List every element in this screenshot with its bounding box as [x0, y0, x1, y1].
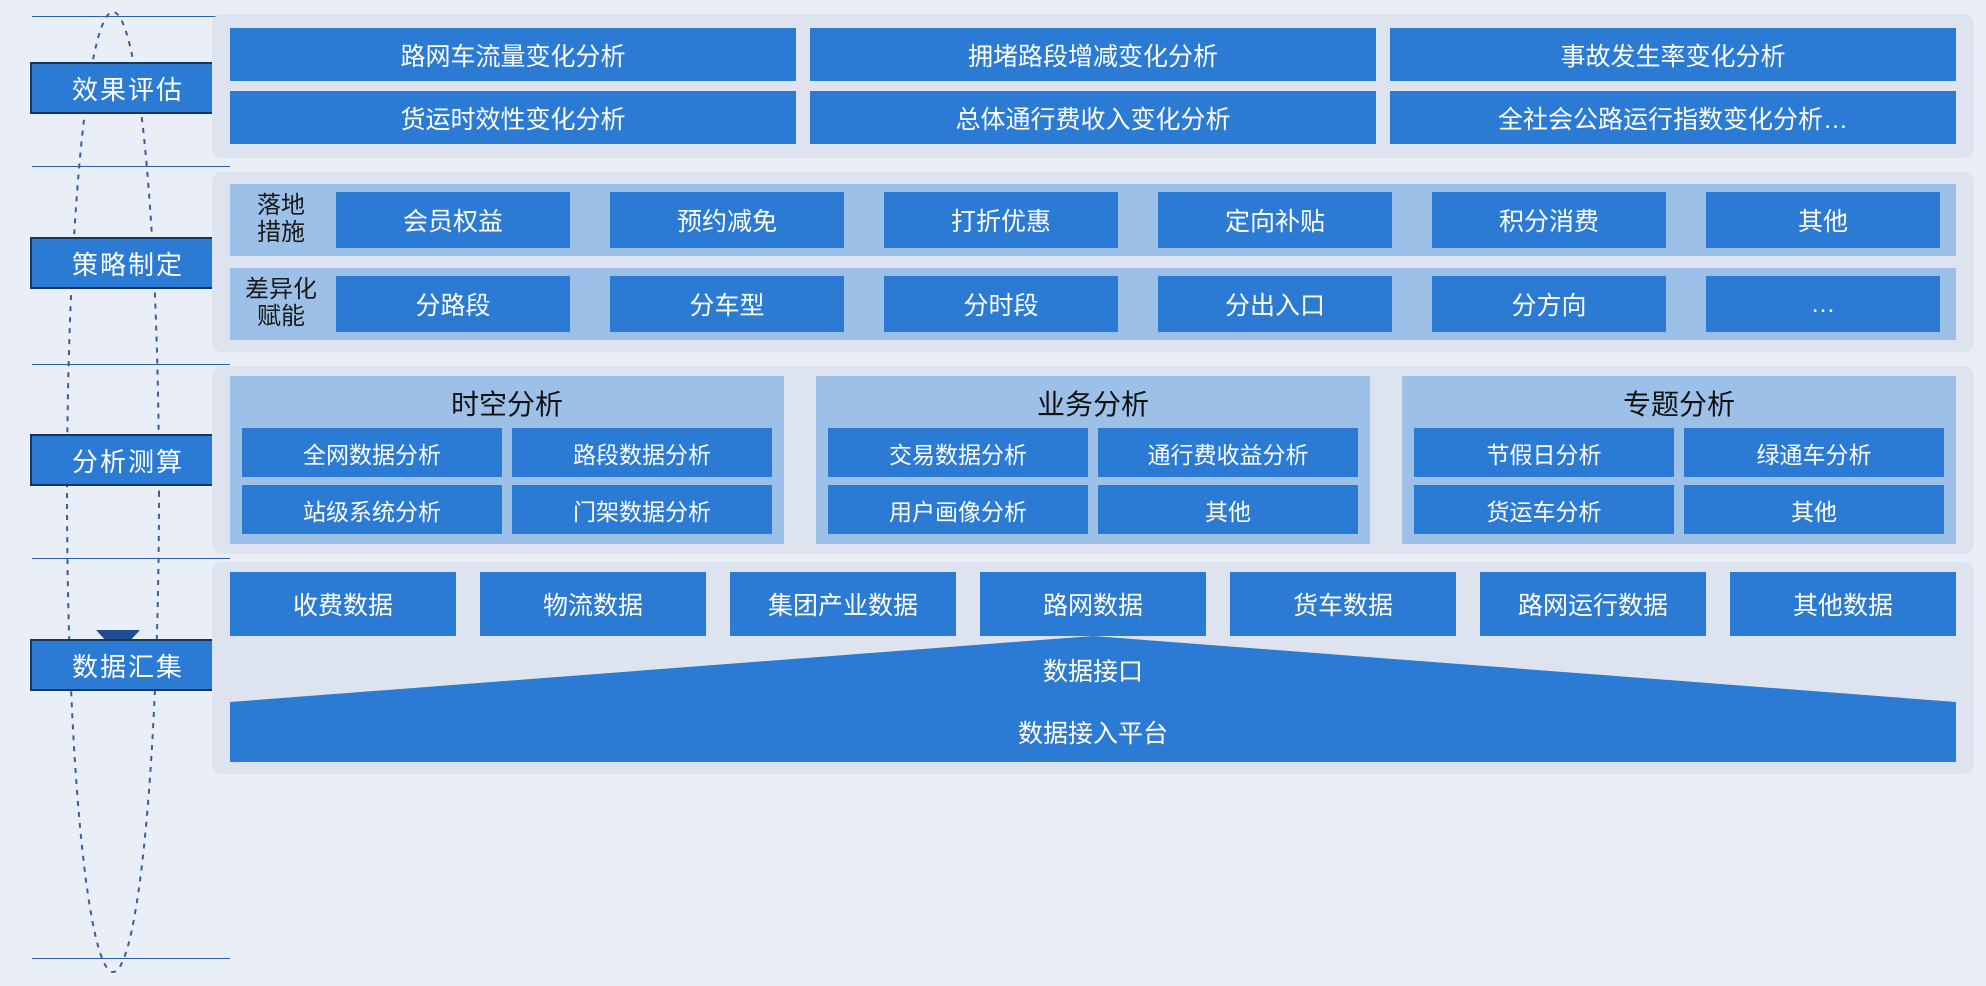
effect-tile[interactable]: 事故发生率变化分析 [1390, 28, 1956, 81]
analysis-panel: 时空分析 全网数据分析 路段数据分析 站级系统分析 门架数据分析 业务分析 交易… [212, 366, 1974, 554]
strategy-row-label-line1: 落地 [257, 192, 305, 220]
strategy-tile[interactable]: 分方向 [1432, 276, 1666, 332]
strategy-row-label: 落地 措施 [230, 192, 328, 247]
analysis-column-title: 时空分析 [450, 389, 563, 420]
strategy-tile[interactable]: 分车型 [610, 276, 844, 332]
feedback-loop-icon [66, 11, 160, 973]
rail-divider [32, 16, 230, 17]
data-source-tile[interactable]: 收费数据 [230, 572, 456, 636]
strategy-tile-row: 会员权益 预约减免 打折优惠 定向补贴 积分消费 其他 [328, 192, 1956, 248]
analysis-tile[interactable]: 其他 [1098, 485, 1358, 534]
data-source-tile[interactable]: 路网运行数据 [1480, 572, 1706, 636]
sidebar-item-strategy[interactable]: 策略制定 [30, 237, 226, 289]
rail-divider [32, 364, 230, 365]
analysis-tile[interactable]: 绿通车分析 [1684, 428, 1944, 477]
rail-divider [32, 958, 230, 959]
strategy-panel: 落地 措施 会员权益 预约减免 打折优惠 定向补贴 积分消费 其他 差异化 赋能… [212, 172, 1974, 352]
data-interface-shape[interactable]: 数据接口 [230, 636, 1956, 704]
effect-tile[interactable]: 货运时效性变化分析 [230, 91, 796, 144]
stage-rail: 效果评估 策略制定 分析测算 数据汇集 [0, 0, 245, 986]
effect-tile[interactable]: 路网车流量变化分析 [230, 28, 796, 81]
strategy-tile[interactable]: 会员权益 [336, 192, 570, 248]
strategy-tile[interactable]: 其他 [1706, 192, 1940, 248]
data-source-tile[interactable]: 货车数据 [1230, 572, 1456, 636]
analysis-tile[interactable]: 货运车分析 [1414, 485, 1674, 534]
analysis-column-topic: 专题分析 节假日分析 绿通车分析 货运车分析 其他 [1402, 376, 1956, 544]
analysis-tile[interactable]: 节假日分析 [1414, 428, 1674, 477]
analysis-column-business: 业务分析 交易数据分析 通行费收益分析 用户画像分析 其他 [816, 376, 1370, 544]
strategy-tile[interactable]: 分出入口 [1158, 276, 1392, 332]
effect-tile-grid: 路网车流量变化分析 拥堵路段增减变化分析 事故发生率变化分析 货运时效性变化分析… [230, 28, 1956, 144]
strategy-tile[interactable]: 打折优惠 [884, 192, 1118, 248]
strategy-tile[interactable]: 分路段 [336, 276, 570, 332]
strategy-tile[interactable]: … [1706, 276, 1940, 332]
analysis-column-spacetime: 时空分析 全网数据分析 路段数据分析 站级系统分析 门架数据分析 [230, 376, 784, 544]
analysis-column-title: 业务分析 [1036, 389, 1149, 420]
effect-evaluation-panel: 路网车流量变化分析 拥堵路段增减变化分析 事故发生率变化分析 货运时效性变化分析… [212, 14, 1974, 158]
data-source-tile[interactable]: 路网数据 [980, 572, 1206, 636]
sidebar-item-analysis[interactable]: 分析测算 [30, 434, 226, 486]
strategy-tile[interactable]: 分时段 [884, 276, 1118, 332]
strategy-row-label: 差异化 赋能 [230, 276, 328, 331]
data-interface-chevron-icon [230, 636, 1956, 704]
analysis-tile[interactable]: 全网数据分析 [242, 428, 502, 477]
strategy-row-measures: 落地 措施 会员权益 预约减免 打折优惠 定向补贴 积分消费 其他 [230, 184, 1956, 256]
data-source-tile[interactable]: 集团产业数据 [730, 572, 956, 636]
analysis-tile[interactable]: 交易数据分析 [828, 428, 1088, 477]
analysis-tile[interactable]: 路段数据分析 [512, 428, 772, 477]
strategy-tile[interactable]: 预约减免 [610, 192, 844, 248]
analysis-tile[interactable]: 其他 [1684, 485, 1944, 534]
analysis-tile-grid: 交易数据分析 通行费收益分析 用户画像分析 其他 [828, 428, 1358, 534]
analysis-tile-grid: 节假日分析 绿通车分析 货运车分析 其他 [1414, 428, 1944, 534]
effect-tile[interactable]: 拥堵路段增减变化分析 [810, 28, 1376, 81]
analysis-column-title: 专题分析 [1622, 389, 1735, 420]
analysis-columns: 时空分析 全网数据分析 路段数据分析 站级系统分析 门架数据分析 业务分析 交易… [230, 376, 1956, 544]
strategy-row-label-line1: 差异化 [245, 276, 317, 304]
strategy-row-label-line2: 措施 [257, 219, 305, 246]
effect-tile[interactable]: 总体通行费收入变化分析 [810, 91, 1376, 144]
analysis-tile-grid: 全网数据分析 路段数据分析 站级系统分析 门架数据分析 [242, 428, 772, 534]
data-source-tile[interactable]: 物流数据 [480, 572, 706, 636]
strategy-tile[interactable]: 积分消费 [1432, 192, 1666, 248]
analysis-tile[interactable]: 通行费收益分析 [1098, 428, 1358, 477]
effect-tile[interactable]: 全社会公路运行指数变化分析… [1390, 91, 1956, 144]
data-source-tile[interactable]: 其他数据 [1730, 572, 1956, 636]
data-source-row: 收费数据 物流数据 集团产业数据 路网数据 货车数据 路网运行数据 其他数据 [230, 572, 1956, 636]
rail-divider [32, 166, 230, 167]
strategy-tile-row: 分路段 分车型 分时段 分出入口 分方向 … [328, 276, 1956, 332]
sidebar-item-effect[interactable]: 效果评估 [30, 62, 226, 114]
analysis-tile[interactable]: 站级系统分析 [242, 485, 502, 534]
data-interface-label: 数据接口 [1042, 658, 1143, 686]
strategy-row-differentiation: 差异化 赋能 分路段 分车型 分时段 分出入口 分方向 … [230, 268, 1956, 340]
analysis-tile[interactable]: 用户画像分析 [828, 485, 1088, 534]
rail-divider [32, 558, 230, 559]
data-platform-bar[interactable]: 数据接入平台 [230, 702, 1956, 762]
analysis-tile[interactable]: 门架数据分析 [512, 485, 772, 534]
strategy-tile[interactable]: 定向补贴 [1158, 192, 1392, 248]
sidebar-item-data[interactable]: 数据汇集 [30, 639, 226, 691]
strategy-row-label-line2: 赋能 [257, 303, 305, 330]
data-collection-panel: 收费数据 物流数据 集团产业数据 路网数据 货车数据 路网运行数据 其他数据 数… [212, 562, 1974, 774]
